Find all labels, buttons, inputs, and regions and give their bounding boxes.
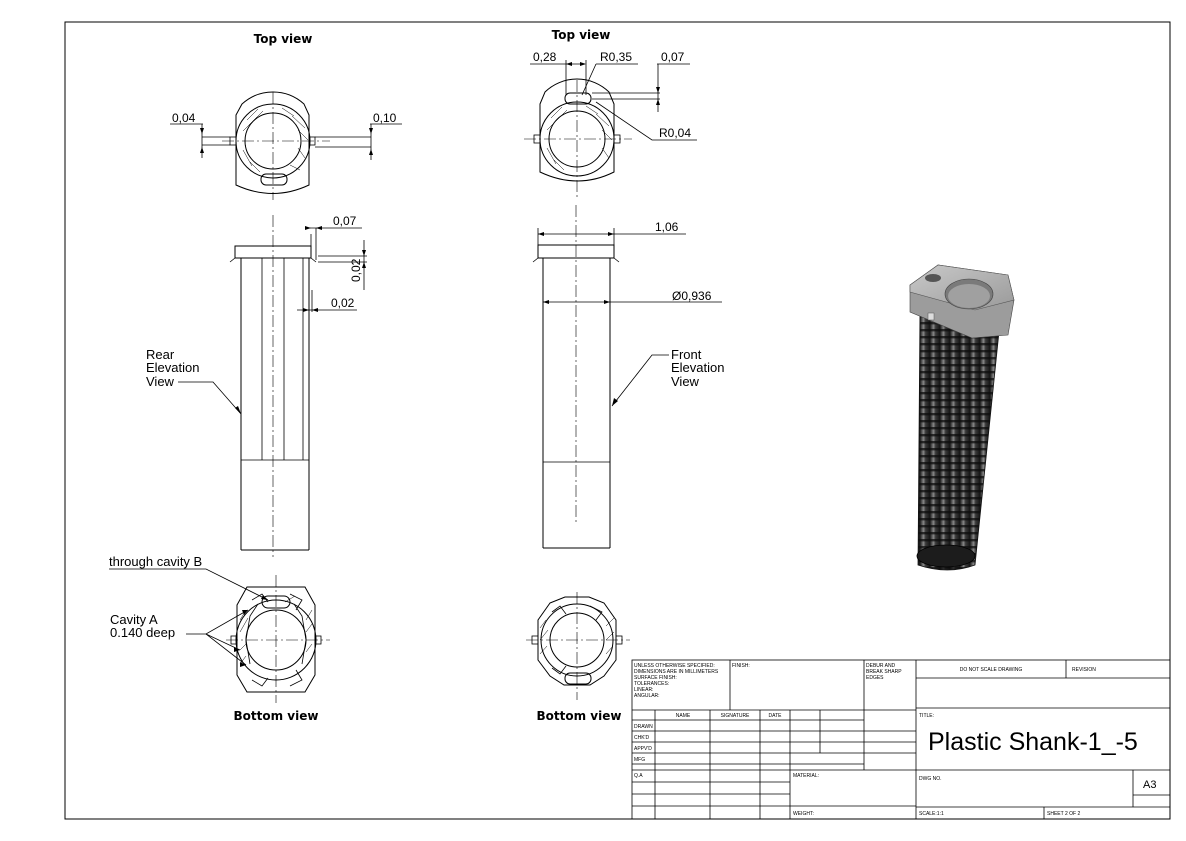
dim-106: 1,06 (537, 220, 686, 245)
dim-004-left: 0,04 (170, 111, 230, 158)
dim-r004: R0,04 (595, 101, 697, 141)
dim-028: 0,28 (530, 50, 587, 95)
svg-text:DATE: DATE (769, 713, 783, 719)
svg-text:Front: Front (671, 347, 702, 362)
svg-text:UNLESS OTHERWISE SPECIFIED:: UNLESS OTHERWISE SPECIFIED: (634, 663, 715, 669)
svg-text:SIGNATURE: SIGNATURE (721, 713, 750, 719)
svg-text:MFG: MFG (634, 757, 645, 763)
svg-text:TITLE:: TITLE: (919, 713, 934, 719)
bottom-view-left-title: Bottom view (234, 709, 319, 723)
top-view-mid-title: Top view (552, 28, 611, 42)
bottom-view-mid-title: Bottom view (537, 709, 622, 723)
sheet-size: A3 (1143, 779, 1156, 791)
dim-label-007-top: 0,07 (661, 50, 685, 64)
mid-bottom-view (526, 592, 630, 700)
dim-label-007-rear: 0,07 (333, 214, 357, 228)
front-elevation-view (532, 205, 620, 549)
note-cavity-a: Cavity A 0.140 deep (110, 609, 249, 667)
dim-007-top: 0,07 (592, 50, 690, 112)
svg-text:MATERIAL:: MATERIAL: (793, 773, 819, 779)
svg-text:DEBUR AND: DEBUR AND (866, 663, 896, 669)
mid-top-view (524, 78, 632, 200)
svg-text:DO NOT SCALE DRAWING: DO NOT SCALE DRAWING (960, 667, 1023, 673)
svg-text:0.140 deep: 0.140 deep (110, 625, 175, 640)
dim-label-028: 0,28 (533, 50, 557, 64)
title-block: UNLESS OTHERWISE SPECIFIED: DIMENSIONS A… (631, 659, 1171, 820)
svg-text:TOLERANCES:: TOLERANCES: (634, 681, 669, 687)
dim-010-left: 0,10 (315, 111, 402, 160)
svg-text:BREAK SHARP: BREAK SHARP (866, 669, 902, 675)
rear-elevation-view (229, 215, 317, 557)
dim-label-002-horizontal: 0,02 (331, 296, 355, 310)
dim-label-002-vertical: 0,02 (349, 258, 363, 282)
top-view-left-title: Top view (254, 32, 313, 46)
left-top-view (222, 91, 330, 200)
svg-text:WEIGHT:: WEIGHT: (793, 811, 814, 817)
svg-text:ANGULAR:: ANGULAR: (634, 693, 660, 699)
svg-text:SURFACE FINISH:: SURFACE FINISH: (634, 675, 677, 681)
dim-r035: R0,35 (581, 50, 638, 96)
front-elevation-label: Front Elevation View (611, 347, 724, 407)
svg-text:NAME: NAME (676, 713, 691, 719)
svg-text:View: View (146, 374, 175, 389)
svg-text:FINISH:: FINISH: (732, 663, 750, 669)
note-through-cavity-b: through cavity B (109, 554, 269, 601)
svg-text:SHEET 2 OF 2: SHEET 2 OF 2 (1047, 811, 1080, 817)
svg-text:SCALE:1:1: SCALE:1:1 (919, 811, 944, 817)
dim-label-106: 1,06 (655, 220, 679, 234)
sheet-border (64, 21, 1171, 820)
svg-text:View: View (671, 374, 700, 389)
dim-002-vertical: 0,02 (318, 240, 367, 290)
svg-text:Cavity A: Cavity A (110, 612, 158, 627)
svg-text:through cavity B: through cavity B (109, 554, 202, 569)
svg-text:REVISION: REVISION (1072, 667, 1096, 673)
dim-dia0936: Ø0,936 (543, 289, 722, 304)
dim-label-r004: R0,04 (659, 126, 691, 140)
dim-002-horizontal: 0,02 (297, 290, 357, 312)
svg-text:EDGES: EDGES (866, 675, 884, 681)
svg-text:Elevation: Elevation (146, 360, 199, 375)
dim-007-rear: 0,07 (305, 214, 362, 260)
rear-elevation-label: Rear Elevation View (146, 347, 242, 415)
dim-label-dia0936: Ø0,936 (672, 289, 712, 303)
dim-label-010: 0,10 (373, 111, 397, 125)
isometric-render (909, 264, 1015, 571)
svg-text:DWG NO.: DWG NO. (919, 776, 942, 782)
svg-text:LINEAR:: LINEAR: (634, 687, 653, 693)
svg-text:Elevation: Elevation (671, 360, 724, 375)
svg-text:APPV'D: APPV'D (634, 746, 652, 752)
dim-label-004: 0,04 (172, 111, 196, 125)
dim-label-r035: R0,35 (600, 50, 632, 64)
svg-text:DIMENSIONS ARE IN MILLIMETERS: DIMENSIONS ARE IN MILLIMETERS (634, 669, 719, 675)
svg-text:Rear: Rear (146, 347, 175, 362)
svg-text:Q.A: Q.A (634, 773, 643, 779)
svg-text:CHK'D: CHK'D (634, 735, 650, 741)
left-bottom-view (226, 575, 330, 703)
drawing-title: Plastic Shank-1_-5 (928, 728, 1138, 756)
svg-text:DRAWN: DRAWN (634, 724, 653, 730)
